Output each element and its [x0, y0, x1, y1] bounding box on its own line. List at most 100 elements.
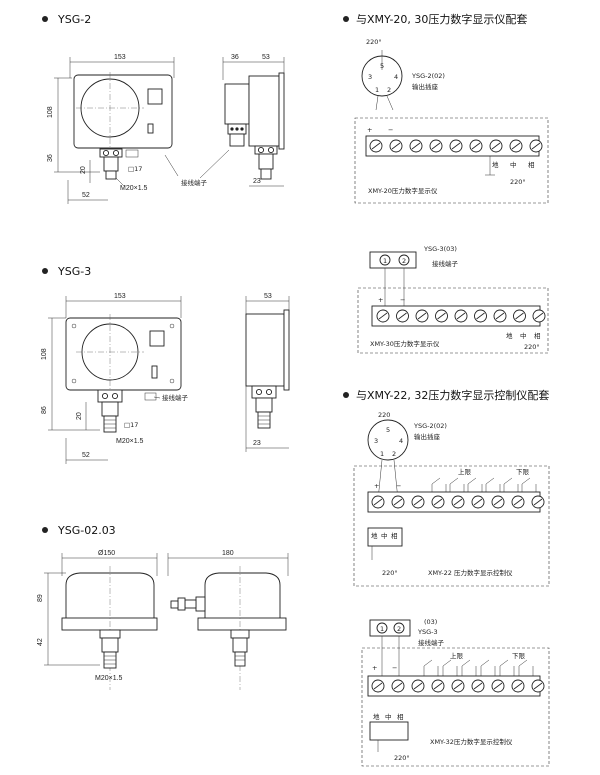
- svg-text:中: 中: [510, 160, 517, 169]
- svg-text:YSG-2(02): YSG-2(02): [413, 422, 447, 430]
- svg-text:2: 2: [392, 450, 396, 458]
- bullet: [343, 16, 349, 22]
- ysg0203-section: YSG-02.03 Ø150 M20×1.5 89 42 180: [37, 524, 289, 690]
- relay-contact: [442, 659, 458, 676]
- relay-contact: [467, 477, 483, 492]
- ysg3-width-dim: 153: [114, 293, 126, 300]
- svg-text:5: 5: [386, 426, 390, 434]
- ysg3-d20-dim: 20: [76, 412, 83, 420]
- ysg0203-title: YSG-02.03: [57, 524, 116, 537]
- svg-text:2: 2: [402, 257, 406, 265]
- svg-text:4: 4: [394, 73, 398, 81]
- svg-text:2: 2: [387, 86, 391, 94]
- relay-contact: [480, 659, 496, 676]
- bullet: [343, 392, 349, 398]
- relay-contact: [521, 477, 537, 492]
- ysg0203-width-dim: 180: [222, 550, 234, 557]
- ysg0203-lower-dim: 42: [37, 638, 44, 646]
- ysg2-lower-dim: 36: [47, 154, 54, 162]
- xmy22-output-socket: [367, 419, 409, 461]
- xmy22-power-block: [367, 527, 403, 547]
- ysg2-d20-dim: 20: [80, 166, 87, 174]
- xmy30-instrument-label: XMY-30压力数字显示仪: [370, 339, 440, 348]
- ysg2-title: YSG-2: [57, 13, 91, 26]
- ysg3-side-housing: [245, 313, 285, 387]
- svg-text:中: 中: [381, 531, 388, 540]
- xmy22-instrument-outline: [353, 465, 550, 587]
- svg-text:接线端子: 接线端子: [418, 638, 445, 647]
- svg-text:(03): (03): [424, 618, 437, 626]
- mains-voltage: 220°: [510, 178, 526, 186]
- xmy30-instrument-outline: [357, 287, 549, 354]
- ysg2-d23-dim: 23: [253, 178, 261, 185]
- xmy20-section: 与XMY-20, 30压力数字显示仪配套 220° 5 3 4 1 2 YSG-…: [343, 12, 549, 204]
- socket-label: 输出插座: [412, 82, 439, 91]
- ysg3-title: YSG-3: [57, 265, 91, 278]
- svg-text:地: 地: [506, 331, 513, 340]
- svg-text:输出插座: 输出插座: [414, 432, 441, 441]
- ysg2-side-housing: [248, 75, 280, 147]
- xmy2030-title: 与XMY-20, 30压力数字显示仪配套: [356, 12, 527, 26]
- ysg2-hex-nut: [103, 156, 119, 172]
- ysg2-height-dim: 108: [47, 106, 54, 118]
- svg-text:下限: 下限: [512, 651, 526, 660]
- svg-text:+: +: [372, 664, 377, 672]
- xmy2232-title: 与XMY-22, 32压力数字显示控制仪配套: [356, 388, 549, 402]
- svg-text:−: −: [396, 482, 401, 490]
- xmy32-instrument-label: XMY-32压力数字显示控制仪: [430, 737, 513, 746]
- ysg2-depth1-dim: 36: [231, 54, 239, 61]
- ysg3-d23-dim: 23: [253, 440, 261, 447]
- relay-contact: [518, 659, 534, 676]
- svg-text:2: 2: [397, 625, 401, 633]
- relay-contact: [423, 659, 439, 676]
- ysg3-thread-label: M20×1.5: [116, 438, 144, 445]
- ysg0203-height-dim: 89: [37, 594, 44, 602]
- ysg2-d52-dim: 52: [82, 192, 90, 199]
- svg-text:1: 1: [375, 86, 379, 94]
- ysg2-indicator-window: [147, 88, 163, 105]
- ysg2-square-label: □17: [128, 165, 142, 173]
- xmy32-section: 1 2 (03) YSG-3 接线端子 上限 下限 + − 地 中 相 220°…: [361, 618, 550, 767]
- socket-model: YSG-2(02): [411, 72, 445, 80]
- ysg3-height-dim: 108: [41, 348, 48, 360]
- svg-text:+: +: [374, 482, 379, 490]
- xmy30-section: 1 2 YSG-3(03) 接线端子 + − 地 中 相 220° XMY-30…: [357, 245, 549, 354]
- svg-text:3: 3: [368, 73, 372, 81]
- bullet: [42, 268, 48, 274]
- xmy32-power-block: [369, 721, 409, 741]
- svg-text:+: +: [367, 126, 372, 134]
- relay-contact: [485, 477, 501, 492]
- svg-text:YSG-3: YSG-3: [417, 628, 438, 636]
- svg-text:3: 3: [374, 437, 378, 445]
- svg-text:1: 1: [383, 257, 387, 265]
- svg-text:220°: 220°: [382, 569, 398, 577]
- ysg3-terminal-label: 接线端子: [162, 393, 189, 402]
- svg-text:地: 地: [373, 712, 380, 721]
- ysg3-lower-dim: 86: [41, 406, 48, 414]
- svg-text:−: −: [400, 296, 405, 304]
- svg-text:相: 相: [391, 531, 398, 540]
- ysg2-section: YSG-2 153 □17 M20×1.5 108 36 20 52: [42, 13, 285, 204]
- svg-text:中: 中: [520, 331, 527, 340]
- svg-text:−: −: [392, 664, 397, 672]
- svg-text:上限: 上限: [450, 651, 464, 660]
- ysg3-section: YSG-3 153 □17 M20×1.5 接线端子 108 86: [41, 265, 290, 464]
- ysg2-thread-label: M20×1.5: [120, 185, 148, 192]
- svg-text:1: 1: [380, 625, 384, 633]
- ysg2-side-socket: [224, 83, 250, 125]
- svg-text:地: 地: [492, 160, 499, 169]
- svg-text:上限: 上限: [458, 467, 472, 476]
- ysg3-terminal-label: 接线端子: [432, 259, 459, 268]
- svg-text:220: 220: [378, 411, 390, 419]
- ysg3-depth-dim: 53: [264, 293, 272, 300]
- bullet: [42, 16, 48, 22]
- relay-contact: [503, 477, 519, 492]
- svg-text:1: 1: [380, 450, 384, 458]
- ysg2-depth2-dim: 53: [262, 54, 270, 61]
- ysg0203-side-housing: [204, 572, 281, 627]
- ysg0203-thread-label: M20×1.5: [95, 675, 123, 682]
- ysg2-terminal-label: 接线端子: [181, 178, 208, 187]
- xmy22-instrument-label: XMY-22 压力数字显示控制仪: [428, 568, 513, 577]
- relay-contact: [449, 477, 465, 492]
